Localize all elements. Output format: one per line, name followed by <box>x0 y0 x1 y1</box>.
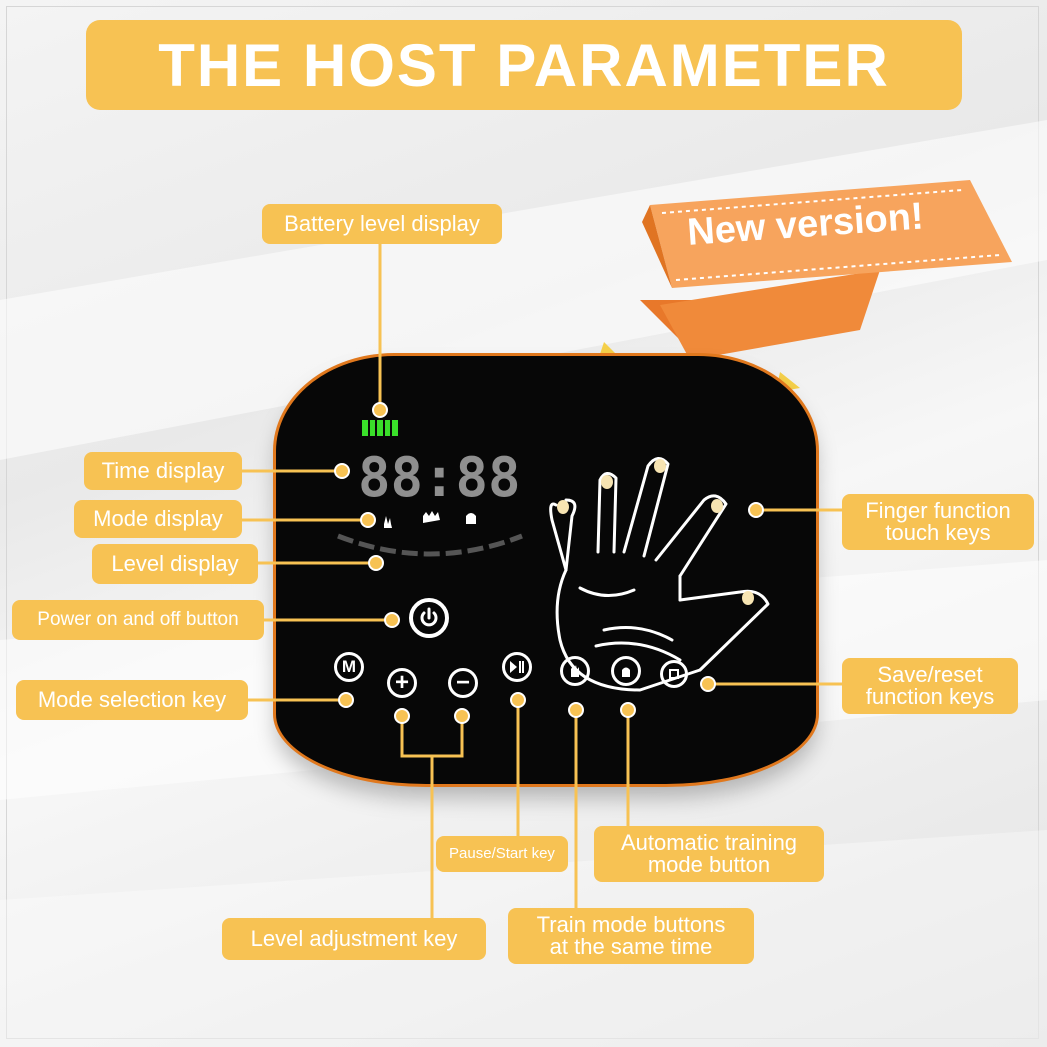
mode-dot <box>360 512 376 528</box>
battery-dot <box>372 402 388 418</box>
callout-power: Power on and off button <box>12 600 264 640</box>
callout-auto: Automatic training mode button <box>594 826 824 882</box>
finger-dot <box>748 502 764 518</box>
time-display: 88:88 <box>358 446 521 509</box>
plus-dot <box>394 708 410 724</box>
automatic-training-button[interactable] <box>611 656 641 686</box>
callout-save-reset: Save/reset function keys <box>842 658 1018 714</box>
power-button[interactable] <box>409 598 449 638</box>
auto-dot <box>620 702 636 718</box>
play-pause-icon <box>510 661 524 673</box>
plus-button[interactable]: + <box>387 668 417 698</box>
train-mode-button[interactable] <box>560 656 590 686</box>
pause-dot <box>510 692 526 708</box>
power-dot <box>384 612 400 628</box>
callout-battery: Battery level display <box>262 204 502 244</box>
level-dot <box>368 555 384 571</box>
callout-level: Level display <box>92 544 258 584</box>
callout-mode-select: Mode selection key <box>16 680 248 720</box>
callout-train: Train mode buttons at the same time <box>508 908 754 964</box>
save-reset-button[interactable] <box>660 660 688 688</box>
callout-level-adj: Level adjustment key <box>222 918 486 960</box>
minus-dot <box>454 708 470 724</box>
callout-time: Time display <box>84 452 242 490</box>
mode-button[interactable]: M <box>334 652 364 682</box>
battery-indicator <box>362 420 398 436</box>
reset-icon <box>669 669 679 679</box>
callout-mode: Mode display <box>74 500 242 538</box>
power-icon <box>420 607 438 627</box>
callout-finger: Finger function touch keys <box>842 494 1034 550</box>
image-frame <box>6 6 1039 1039</box>
title-banner: THE HOST PARAMETER <box>86 20 962 110</box>
save-dot <box>700 676 716 692</box>
callout-pause: Pause/Start key <box>436 836 568 872</box>
minus-button[interactable]: − <box>448 668 478 698</box>
device-panel <box>276 356 816 784</box>
mode-select-dot <box>338 692 354 708</box>
fist-icon <box>622 667 630 677</box>
pause-start-button[interactable] <box>502 652 532 682</box>
train-dot <box>568 702 584 718</box>
hand-icon <box>571 665 579 677</box>
time-dot <box>334 463 350 479</box>
page-title: THE HOST PARAMETER <box>158 31 890 99</box>
